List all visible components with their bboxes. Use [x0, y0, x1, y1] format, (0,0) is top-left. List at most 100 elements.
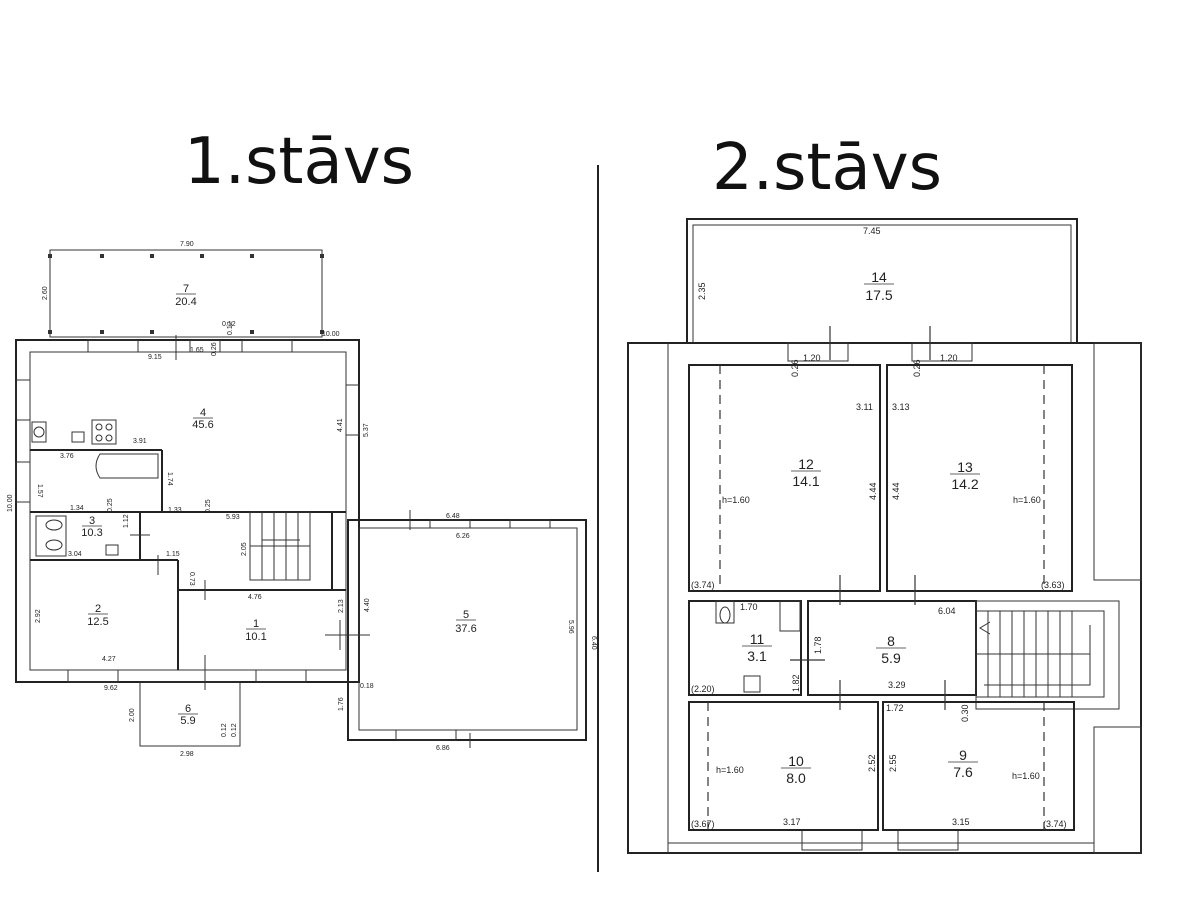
ceiling-height-label: h=1.60 [1013, 495, 1041, 505]
dim-label: 0.26 [211, 342, 218, 356]
dim-label: 1.33 [168, 507, 182, 514]
eaves-height-label: (3.67) [691, 819, 715, 829]
room-14-number: 14 [871, 269, 887, 285]
dim-label: 0.12 [221, 723, 228, 737]
dim-label: 3.91 [133, 438, 147, 445]
room-13-number: 13 [957, 459, 973, 475]
floor2-title: 2.stāvs [712, 131, 942, 205]
room-3-number: 3 [89, 515, 95, 527]
dim-label: 3.76 [60, 453, 74, 460]
dim-label: 0.73 [188, 572, 195, 586]
dim-label: 3.29 [888, 680, 906, 690]
dim-label: 7.90 [180, 241, 194, 248]
dim-label: 0.26 [912, 359, 922, 377]
dim-label: 4.76 [248, 594, 262, 601]
room-11-number: 11 [750, 631, 765, 647]
dim-label: 0.26 [790, 359, 800, 377]
room-6-area: 5.9 [180, 715, 195, 727]
room-6-number: 6 [185, 703, 191, 715]
dim-label: 1.78 [813, 636, 823, 654]
dim-label: 1.65 [190, 347, 204, 354]
dim-label: 7.45 [863, 226, 881, 236]
floor1-plan: 1 10.1 2 12.5 3 10.3 4 45.6 5 37.6 6 5.9… [7, 241, 597, 758]
dim-label: 1.76 [338, 697, 345, 711]
room-4-number: 4 [200, 407, 206, 419]
dim-label: 3.13 [892, 402, 910, 412]
dim-label: 1.20 [803, 353, 821, 363]
dim-label: 3.11 [856, 402, 873, 412]
dim-label: 2.52 [867, 754, 877, 772]
dim-label: 1.12 [123, 514, 130, 528]
room-4-area: 45.6 [192, 419, 213, 431]
ceiling-height-label: h=1.60 [722, 495, 750, 505]
room-5-area: 37.6 [455, 623, 476, 635]
eaves-height-label: (3.74) [691, 580, 715, 590]
dim-label: 0.25 [205, 499, 212, 513]
room-14-area: 17.5 [865, 287, 892, 303]
room-10-area: 8.0 [786, 770, 806, 786]
dim-label: 0.25 [107, 498, 114, 512]
eaves-height-label: (3.63) [1041, 580, 1065, 590]
room-2-number: 2 [95, 603, 101, 615]
eaves-height-label: (3.74) [1043, 819, 1067, 829]
ceiling-height-label: h=1.60 [716, 765, 744, 775]
eaves-height-label: (2.20) [691, 684, 715, 694]
dim-label: 0.18 [360, 683, 374, 690]
dim-label: 1.70 [740, 602, 758, 612]
room-13-area: 14.2 [951, 476, 978, 492]
room-12-number: 12 [798, 456, 814, 472]
dim-label: 2.35 [697, 282, 707, 300]
ceiling-height-label: h=1.60 [1012, 771, 1040, 781]
dim-label: 6.40 [590, 636, 597, 650]
room-8-number: 8 [887, 633, 895, 649]
floor2-outer-wall [627, 342, 1142, 854]
dim-label: 1.34 [70, 505, 84, 512]
room-9-area: 7.6 [953, 764, 973, 780]
dim-label: 1.20 [940, 353, 958, 363]
room-9-outline [882, 701, 1075, 831]
dim-label: 10.00 [7, 494, 14, 512]
room-9-number: 9 [959, 747, 967, 763]
room-5-number: 5 [463, 609, 469, 621]
room-12-area: 14.1 [792, 473, 819, 489]
dim-label: 5.93 [226, 514, 240, 521]
dim-label: 4.41 [337, 418, 344, 432]
dim-label: 2.92 [35, 609, 42, 623]
porch-6-outline [139, 681, 241, 747]
dim-label: 4.44 [891, 482, 901, 500]
dim-label: 2.13 [338, 599, 345, 613]
dim-label: 1.74 [166, 472, 173, 486]
dim-label: 1.57 [36, 484, 43, 498]
dim-label: 6.26 [456, 533, 470, 540]
floor2-plan: 8 5.9 9 7.6 10 8.0 11 3.1 12 14.1 13 14.… [627, 218, 1142, 854]
dim-label: 2.05 [241, 542, 248, 556]
dim-label: 0.12 [222, 321, 236, 328]
dim-label: 2.00 [129, 708, 136, 722]
dim-label: 4.44 [868, 482, 878, 500]
room-10-outline [688, 701, 879, 831]
dim-label: 9.62 [104, 685, 118, 692]
dim-label: 10.00 [322, 331, 340, 338]
room-11-area: 3.1 [747, 648, 767, 664]
dim-label: 9.15 [148, 354, 162, 361]
room-11-outline [688, 600, 802, 696]
room-3-area: 10.3 [81, 527, 102, 539]
dim-label: 1.82 [791, 674, 801, 692]
room-7-number: 7 [183, 283, 189, 295]
dim-label: 6.48 [446, 513, 460, 520]
room-1-area: 10.1 [245, 631, 266, 643]
dim-label: 5.37 [363, 423, 370, 437]
dim-label: 0.12 [231, 723, 238, 737]
dim-label: 4.27 [102, 656, 116, 663]
room-13-outline [886, 364, 1073, 592]
dim-label: 3.17 [783, 817, 801, 827]
terrace-7-outline [49, 249, 323, 338]
room-10-number: 10 [788, 753, 804, 769]
room-2-area: 12.5 [87, 616, 108, 628]
dim-label: 0.30 [960, 704, 970, 722]
dim-label: 5.96 [567, 620, 574, 634]
dim-label: 3.15 [952, 817, 970, 827]
dim-label: 4.40 [364, 598, 371, 612]
dim-label: 1.72 [886, 703, 904, 713]
